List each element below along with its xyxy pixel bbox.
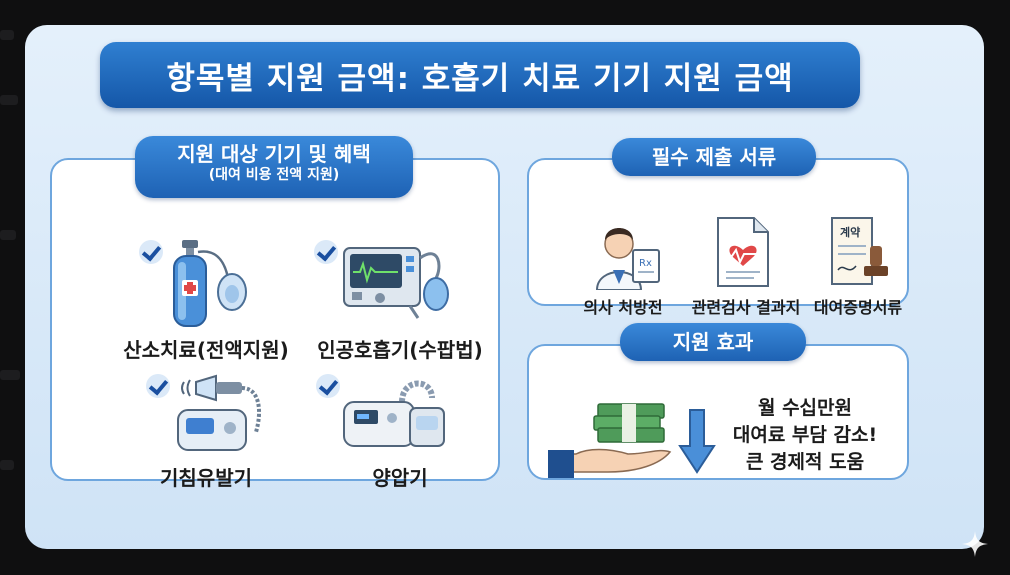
- effect-line-1: 월 수십만원: [757, 397, 852, 419]
- svg-text:Rx: Rx: [639, 258, 652, 269]
- contract-stamp-text: 계약: [840, 225, 860, 239]
- doc-label-contract: 대여증명서류: [813, 298, 903, 317]
- effect-description: 월 수십만원 대여료 부담 감소! 큰 경제적 도움: [715, 395, 895, 476]
- device-label-cough-assist: 기침유발기: [160, 466, 252, 490]
- check-icon: [146, 374, 170, 398]
- ventilator-icon: [343, 247, 449, 319]
- backdrop-line: [0, 460, 14, 470]
- money-hand-icon: [548, 403, 672, 478]
- effect-panel-header: 지원 효과: [620, 323, 806, 361]
- doc-label-test-result: 관련검사 결과지: [691, 298, 801, 317]
- backdrop-line: [0, 30, 14, 40]
- sparkle-icon: [962, 531, 988, 557]
- effect-line-3: 큰 경제적 도움: [745, 451, 865, 473]
- arrow-down-icon: [678, 409, 716, 474]
- devices-header-text: 지원 대상 기기 및 혜택: [177, 142, 371, 166]
- documents-panel-header: 필수 제출 서류: [612, 138, 816, 176]
- device-label-oxygen: 산소치료(전액지원): [123, 338, 289, 362]
- page-title: 항목별 지원 금액: 호흡기 치료 기기 지원 금액: [100, 42, 860, 108]
- check-icon: [314, 240, 338, 264]
- check-icon: [139, 240, 163, 264]
- device-label-ventilator: 인공호흡기(수팝법): [317, 338, 483, 362]
- device-label-cpap: 양압기: [372, 466, 428, 490]
- doc-label-prescription: 의사 처방전: [583, 298, 663, 317]
- backdrop-line: [0, 370, 20, 380]
- oxygen-tank-icon: [173, 240, 247, 327]
- devices-subheader-text: (대여 비용 전액 지원): [208, 167, 340, 183]
- cpap-icon: [343, 380, 445, 447]
- effect-line-2: 대여료 부담 감소!: [732, 424, 878, 446]
- backdrop-line: [0, 230, 16, 240]
- contract-document-icon: 계약: [831, 217, 888, 285]
- doctor-prescription-icon: Rx: [595, 228, 660, 290]
- cough-assist-icon: [177, 374, 261, 451]
- backdrop-line: [0, 95, 18, 105]
- test-result-icon: [717, 217, 769, 287]
- check-icon: [316, 374, 340, 398]
- devices-panel-header: 지원 대상 기기 및 혜택 (대여 비용 전액 지원): [135, 136, 413, 198]
